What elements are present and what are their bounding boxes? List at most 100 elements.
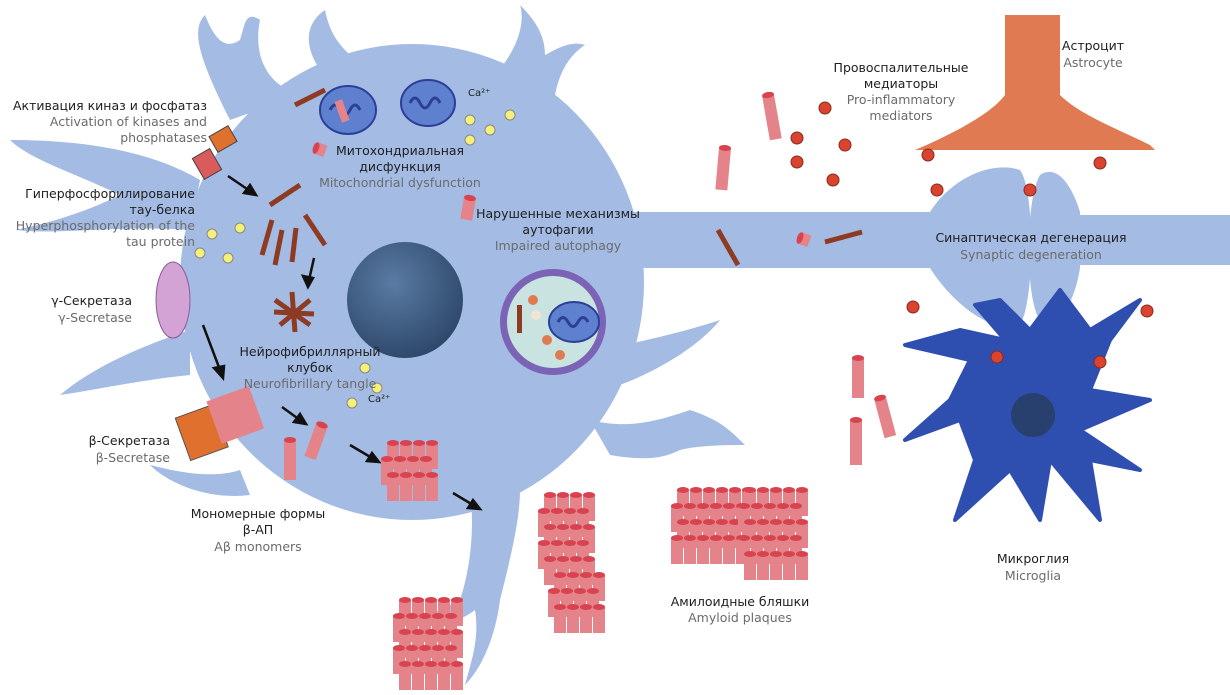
amyloid-monomer	[399, 661, 411, 690]
amyloid-monomer	[744, 551, 756, 580]
mediator-molecule	[1093, 156, 1107, 170]
calcium-ion	[464, 114, 476, 126]
label-gamma-secretase: γ-Секретаза γ-Secretase	[51, 293, 132, 325]
amyloid-monomer	[715, 144, 731, 191]
gamma-secretase	[155, 261, 191, 339]
arrows	[201, 174, 483, 511]
calcium-ion	[504, 109, 516, 121]
label-en: tau protein	[126, 234, 195, 249]
mediator-molecule	[921, 148, 935, 162]
autophagosome	[500, 269, 606, 375]
label-en: Pro-inflammatory	[847, 92, 956, 107]
calcium-ion	[346, 397, 358, 409]
calcium-ion	[359, 362, 371, 374]
calcium-ions	[194, 109, 516, 409]
amyloid-monomer	[783, 551, 795, 580]
calcium-ion	[222, 252, 234, 264]
beta-secretase	[174, 386, 265, 462]
amyloid-monomer	[312, 142, 328, 158]
axon	[610, 212, 940, 268]
label-ru: медиаторы	[864, 76, 938, 91]
label-en: Activation of kinases and	[50, 114, 207, 129]
amyloid-monomer	[850, 417, 862, 465]
amyloid-monomer	[544, 556, 556, 585]
label-kinases: Активация киназ и фосфатаз Activation of…	[13, 98, 207, 145]
amyloid-monomer	[451, 661, 463, 690]
mediator-molecule	[790, 131, 804, 145]
calcium-ion	[484, 124, 496, 136]
amyloid-monomer	[796, 232, 812, 248]
label-ru: Астроцит	[1062, 38, 1124, 53]
amyloid-monomer	[554, 604, 566, 633]
label-astrocyte: Астроцит Astrocyte	[1062, 38, 1124, 70]
calcium-ion	[194, 247, 206, 259]
label-mitochondrial: Митохондриальная дисфункция Mitochondria…	[319, 143, 481, 190]
mediator-molecule	[838, 138, 852, 152]
label-plaques: Амилоидные бляшки Amyloid plaques	[671, 594, 810, 625]
mediator-molecule	[990, 350, 1004, 364]
mediator-molecule	[1023, 183, 1037, 197]
label-en: Impaired autophagy	[495, 238, 622, 253]
amyloid-monomer	[852, 355, 864, 398]
microglia	[903, 288, 1152, 522]
label-en: Hyperphosphorylation of the	[16, 218, 196, 233]
amyloid-monomer	[723, 535, 735, 564]
label-ru: Синаптическая дегенерация	[935, 230, 1126, 245]
label-en: Neurofibrillary tangle	[244, 376, 377, 391]
amyloid-monomer	[710, 535, 722, 564]
label-ru: β-АП	[243, 522, 273, 537]
axon-extension	[1070, 215, 1230, 265]
label-ru: Микроглия	[997, 551, 1069, 566]
amyloid-monomer	[757, 551, 769, 580]
mediator-molecule	[906, 300, 920, 314]
mediator-molecule	[1140, 304, 1154, 318]
mitochondrion	[400, 79, 456, 127]
label-microglia: Микроглия Microglia	[997, 551, 1069, 583]
mediator-molecule	[1093, 355, 1107, 369]
mediator-molecule	[826, 173, 840, 187]
mediator-molecule	[930, 183, 944, 197]
amyloid-monomer	[684, 535, 696, 564]
label-en: Amyloid plaques	[688, 610, 792, 625]
label-en: Microglia	[1005, 568, 1061, 583]
label-ru: Провоспалительные	[834, 60, 969, 75]
amyloid-monomer	[400, 472, 412, 501]
amyloid-monomer	[671, 535, 683, 564]
amyloid-monomer	[438, 661, 450, 690]
kinase	[208, 125, 238, 153]
mitochondrion	[319, 85, 377, 135]
mediator-molecule	[790, 155, 804, 169]
pro-inflammatory-mediators	[790, 101, 1154, 369]
amyloid-monomer	[770, 551, 782, 580]
mediator-molecule	[818, 101, 832, 115]
amyloid-structures	[284, 91, 897, 690]
phosphatase	[191, 147, 223, 181]
amyloid-monomer	[796, 551, 808, 580]
label-ru: аутофагии	[522, 222, 593, 237]
label-en: Aβ monomers	[214, 539, 301, 554]
amyloid-monomer	[413, 472, 425, 501]
calcium-ion	[371, 382, 383, 394]
label-ru: β-Секретаза	[89, 433, 170, 448]
postsynaptic-terminal	[1028, 171, 1080, 322]
amyloid-monomer	[593, 604, 605, 633]
label-ru: тау-белка	[130, 202, 195, 217]
amyloid-monomer	[460, 194, 476, 221]
amyloid-monomer	[304, 421, 328, 460]
label-mediators: Провоспалительные медиаторы Pro-inflamma…	[834, 60, 969, 123]
label-autophagy: Нарушенные механизмы аутофагии Impaired …	[476, 206, 640, 253]
amyloid-monomer	[697, 535, 709, 564]
label-ru: Амилоидные бляшки	[671, 594, 810, 609]
tau-filaments	[259, 87, 863, 267]
nucleus	[347, 242, 463, 358]
label-ru: Активация киназ и фосфатаз	[13, 98, 207, 113]
calcium-ion	[234, 222, 246, 234]
label-calcium: Ca²⁺	[468, 88, 490, 99]
label-ru: Митохондриальная	[336, 143, 464, 158]
amyloid-monomer	[580, 604, 592, 633]
label-en: phosphatases	[120, 130, 207, 145]
label-en: Mitochondrial dysfunction	[319, 175, 481, 190]
amyloid-monomer	[284, 437, 296, 480]
label-calcium: Ca²⁺	[368, 394, 390, 405]
